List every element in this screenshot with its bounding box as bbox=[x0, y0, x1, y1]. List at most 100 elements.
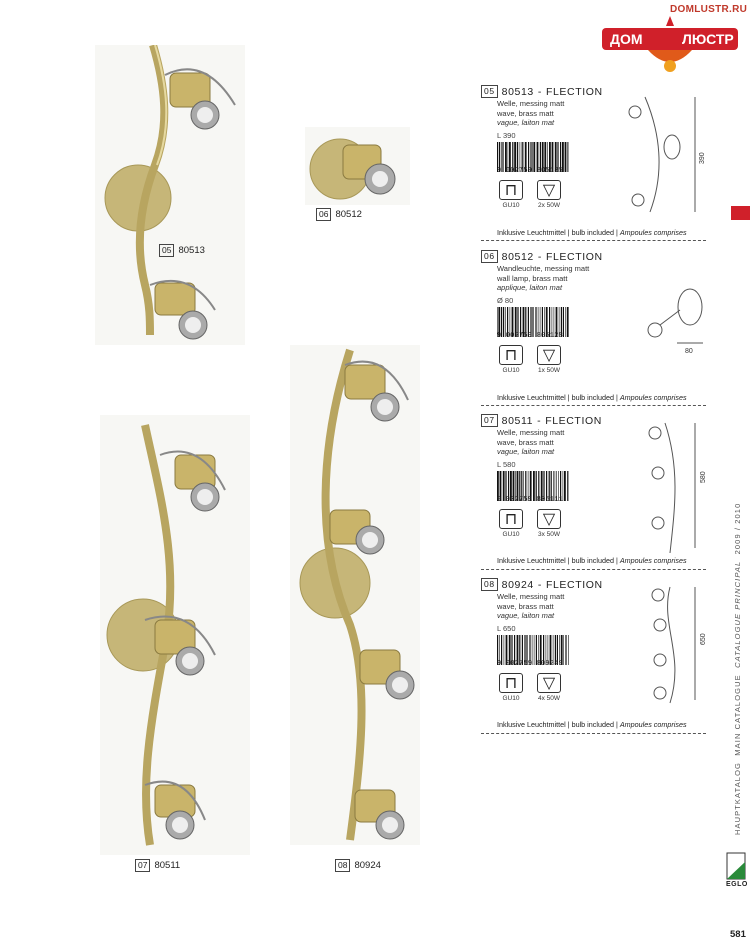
included-fr: Ampoules comprises bbox=[619, 228, 687, 237]
barcode-bar bbox=[522, 307, 525, 337]
photo-number: 06 bbox=[316, 208, 332, 221]
store-logo: ДОМ ЛЮСТР bbox=[600, 14, 740, 74]
barcode-number: 9 002759 805128 bbox=[497, 332, 564, 340]
barcode-bar bbox=[544, 307, 545, 337]
barcode-number: 9 002759 805111 bbox=[497, 496, 564, 504]
spec-heading: 06 80512 - FLECTION bbox=[481, 250, 706, 263]
desc-de: Wandleuchte, messing matt bbox=[497, 264, 590, 273]
divider bbox=[481, 240, 706, 241]
barcode-bar bbox=[560, 471, 562, 501]
bulb-included-note: Inklusive Leuchtmittel | bulb included |… bbox=[497, 720, 687, 729]
barcode-number: 9 002759 809249 bbox=[497, 660, 564, 668]
photo-code: 80924 bbox=[354, 860, 381, 871]
spec-dash: - bbox=[537, 85, 542, 98]
photo-label-80511: 07 80511 bbox=[135, 859, 180, 872]
tech-drawing-80512: 80 bbox=[647, 288, 703, 355]
barcode-bar bbox=[526, 635, 528, 665]
barcode-bar bbox=[556, 471, 557, 501]
barcode-bar bbox=[562, 471, 564, 501]
drawing-dimension: 390 bbox=[699, 152, 706, 164]
barcode-bar bbox=[540, 471, 543, 501]
desc-en: wall lamp, brass matt bbox=[497, 273, 568, 283]
barcode-bar bbox=[498, 307, 501, 337]
barcode-bar bbox=[508, 471, 510, 501]
barcode-bar bbox=[543, 635, 545, 665]
barcode-bar bbox=[541, 307, 543, 337]
bulb-label: 4x 50W bbox=[537, 695, 561, 702]
barcode-bar bbox=[558, 471, 559, 501]
barcode-bar bbox=[501, 307, 503, 337]
socket-label: GU10 bbox=[502, 531, 520, 538]
barcode-bar bbox=[531, 142, 533, 172]
barcode-bar bbox=[505, 635, 508, 665]
barcode-bar bbox=[507, 307, 509, 337]
barcode-graphic bbox=[497, 307, 569, 337]
barcode-bar bbox=[512, 471, 515, 501]
barcode-bar bbox=[565, 307, 566, 337]
barcode-bar bbox=[509, 307, 511, 337]
barcode-bar bbox=[560, 635, 563, 665]
barcode-bar bbox=[543, 471, 545, 501]
spec-name: FLECTION bbox=[545, 85, 603, 98]
barcode-bar bbox=[567, 471, 569, 501]
spec-dimension: L 390 bbox=[497, 130, 516, 140]
bulb-label: 2x 50W bbox=[537, 202, 561, 209]
photo-label-80924: 08 80924 bbox=[335, 859, 381, 872]
catalog-fr: CATALOGUE PRINCIPAL bbox=[733, 560, 742, 668]
photo-number: 05 bbox=[159, 244, 175, 257]
site-url: DOMLUSTR.RU bbox=[670, 4, 748, 15]
barcode-bar bbox=[514, 635, 516, 665]
barcode-bar bbox=[519, 471, 521, 501]
barcode-bar bbox=[550, 471, 552, 501]
photo-label-80512: 06 80512 bbox=[316, 208, 362, 221]
spec-code: 80512 bbox=[501, 250, 534, 263]
barcode-bar bbox=[514, 142, 516, 172]
barcode-bar bbox=[563, 635, 564, 665]
barcode-graphic bbox=[497, 635, 569, 665]
barcode-bar bbox=[564, 142, 567, 172]
spec-dash: - bbox=[537, 578, 542, 591]
barcode-bar bbox=[559, 635, 560, 665]
gu10-socket-icon: ⊓ bbox=[499, 345, 523, 365]
barcode-bar bbox=[560, 307, 562, 337]
barcode-bar bbox=[533, 635, 535, 665]
barcode-bar bbox=[547, 635, 549, 665]
spec-heading: 05 80513 - FLECTION bbox=[481, 85, 706, 98]
catalog-en: MAIN CATALOGUE bbox=[733, 674, 742, 756]
included-en: bulb included bbox=[571, 556, 614, 565]
barcode-bar bbox=[521, 471, 523, 501]
barcode-bar bbox=[514, 307, 517, 337]
eglo-logo-icon bbox=[726, 852, 746, 880]
barcode-bar bbox=[552, 635, 554, 665]
barcode-bar bbox=[538, 471, 540, 501]
barcode-bar bbox=[505, 142, 507, 172]
reflector-bulb-icon: ▽ bbox=[537, 509, 561, 529]
included-de: Inklusive Leuchtmittel bbox=[497, 393, 566, 402]
barcode-bar bbox=[554, 471, 556, 501]
tech-drawing-80924: 650 bbox=[651, 586, 707, 704]
barcode-bar bbox=[505, 471, 507, 501]
section-marker bbox=[731, 206, 750, 220]
barcode-bar bbox=[536, 142, 539, 172]
spec-heading: 07 80511 - FLECTION bbox=[481, 414, 706, 427]
desc-en: wave, brass matt bbox=[497, 601, 554, 611]
included-en: bulb included bbox=[571, 720, 614, 729]
photo-number: 08 bbox=[335, 859, 351, 872]
barcode-bar bbox=[497, 142, 499, 172]
barcode-bar bbox=[503, 307, 505, 337]
barcode-bar bbox=[527, 471, 529, 501]
barcode-bar bbox=[539, 142, 541, 172]
barcode-bar bbox=[516, 142, 518, 172]
barcode-bar bbox=[545, 307, 548, 337]
barcode-bar bbox=[555, 307, 558, 337]
spec-block-80512: 06 80512 - FLECTION Wandleuchte, messing… bbox=[481, 250, 706, 405]
spec-dimension: L 580 bbox=[497, 459, 516, 469]
barcode-bar bbox=[549, 307, 551, 337]
desc-fr: vague, laiton mat bbox=[497, 447, 555, 456]
product-photo-80924 bbox=[290, 345, 420, 845]
barcode-bar bbox=[556, 635, 558, 665]
spec-icons: ⊓GU10 ▽2x 50W bbox=[497, 180, 563, 209]
barcode-number: 9 002759 805135 bbox=[497, 167, 564, 175]
tech-drawing-80513: 390 bbox=[628, 96, 706, 213]
gu10-socket-icon: ⊓ bbox=[499, 509, 523, 529]
